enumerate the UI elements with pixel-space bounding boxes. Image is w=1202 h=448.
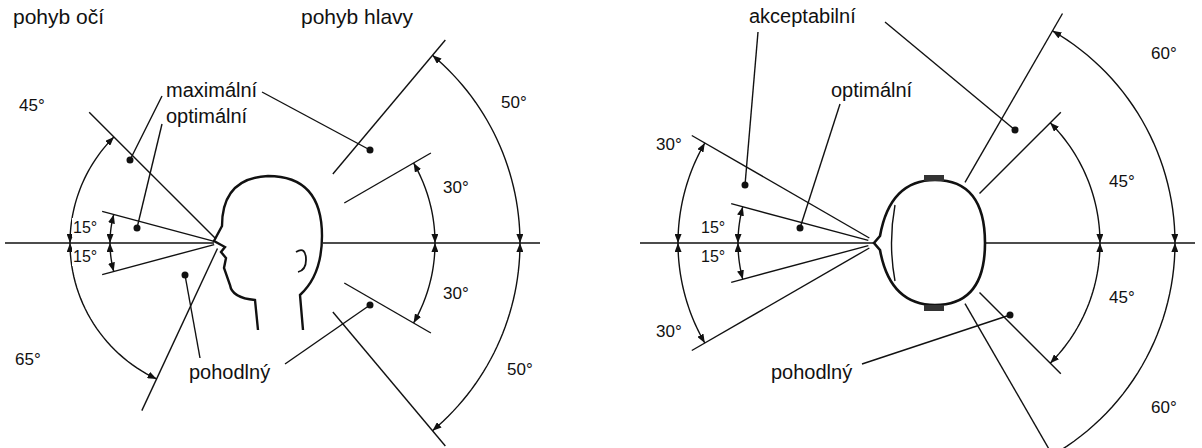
leader-line	[130, 96, 162, 160]
boundary-line	[102, 211, 214, 241]
angle-arc	[432, 243, 520, 431]
angle-arc	[1050, 243, 1100, 363]
boundary-line	[979, 292, 1060, 373]
leader-line	[285, 305, 370, 364]
angle-value: 45°	[18, 96, 46, 116]
zone-label: pohodlný	[770, 360, 853, 384]
angle-value: 30°	[655, 322, 683, 342]
leader-dot	[1012, 127, 1019, 134]
angle-value: 50°	[500, 93, 528, 113]
angle-arc	[110, 243, 114, 271]
leader-line	[745, 32, 758, 185]
boundary-line	[89, 112, 216, 239]
leader-line	[862, 315, 1010, 364]
angle-arc	[110, 215, 114, 243]
angle-arc	[738, 207, 743, 243]
boundary-line	[102, 245, 214, 275]
leader-line	[800, 104, 840, 228]
angle-arc	[414, 163, 435, 243]
zone-label: optimální	[165, 104, 248, 128]
angle-value: 65°	[14, 350, 42, 370]
leader-line	[137, 124, 162, 228]
ear	[924, 175, 944, 181]
boundary-line	[979, 112, 1060, 193]
angle-arc	[738, 243, 743, 279]
face-line	[892, 205, 896, 281]
section-heading: pohyb hlavy	[300, 4, 414, 29]
angle-value: 15°	[72, 247, 98, 266]
angle-value: 60°	[1150, 398, 1178, 418]
head-top-view	[874, 180, 985, 305]
leader-line	[885, 22, 1015, 130]
boundary-line	[333, 40, 445, 174]
leader-dot	[367, 302, 374, 309]
angle-value: 15°	[700, 218, 726, 237]
angle-value: 45°	[1108, 288, 1136, 308]
angle-arc	[432, 55, 520, 243]
boundary-line	[344, 283, 431, 333]
boundary-line	[731, 246, 868, 283]
leader-dot	[797, 225, 804, 232]
boundary-line	[142, 248, 218, 410]
angle-arc	[1050, 123, 1100, 243]
boundary-line	[333, 312, 445, 446]
leader-line	[185, 275, 200, 358]
leader-dot	[127, 157, 134, 164]
angle-arc	[414, 243, 435, 323]
boundary-line	[692, 136, 870, 239]
leader-dot	[134, 225, 141, 232]
zone-label: pohodlný	[188, 360, 271, 384]
angle-value: 30°	[655, 135, 683, 155]
zone-label: optimální	[830, 78, 913, 102]
zone-label: maximální	[165, 78, 258, 102]
leader-line	[262, 92, 370, 150]
angle-arc	[70, 137, 114, 243]
leader-dot	[742, 182, 749, 189]
angle-value: 60°	[1150, 44, 1178, 64]
angle-value: 15°	[72, 218, 98, 237]
ear	[296, 250, 306, 272]
angle-value: 45°	[1108, 172, 1136, 192]
leader-dot	[1007, 312, 1014, 319]
angle-value: 15°	[700, 247, 726, 266]
axis-line	[640, 242, 873, 244]
angle-value: 30°	[442, 178, 470, 198]
zone-label: akceptabilní	[748, 4, 857, 28]
boundary-line	[344, 153, 431, 203]
boundary-line	[965, 14, 1063, 183]
boundary-line	[692, 248, 870, 351]
ear	[924, 305, 944, 311]
axis-line	[986, 242, 1195, 244]
boundary-line	[731, 204, 868, 241]
head-profile	[214, 176, 322, 330]
angle-arc	[70, 243, 157, 379]
leader-dot	[367, 147, 374, 154]
angle-value: 50°	[506, 360, 534, 380]
axis-line	[323, 242, 540, 244]
leader-dot	[182, 272, 189, 279]
angle-value: 30°	[442, 284, 470, 304]
section-heading: pohyb očí	[12, 4, 105, 29]
